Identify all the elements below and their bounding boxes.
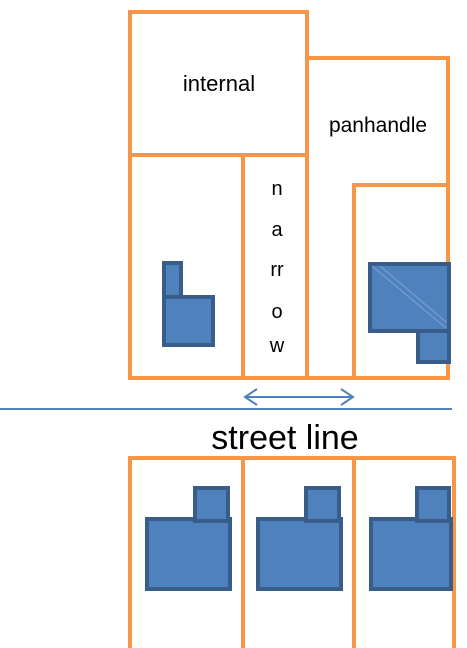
building-wing: [304, 486, 341, 523]
building-wing: [415, 486, 451, 523]
lot-below-right: [352, 456, 456, 648]
narrow-letter: n: [271, 178, 282, 200]
building-wing: [416, 329, 451, 364]
building-shading-line: [371, 265, 447, 329]
building-main: [256, 517, 343, 591]
narrow-letter: rr: [270, 259, 284, 281]
panhandle-strip-gap: [309, 151, 352, 159]
width-arrow: [243, 388, 355, 406]
building-shading-line: [379, 265, 447, 323]
narrow-letter: o: [271, 301, 282, 323]
building-main: [369, 517, 453, 591]
panhandle-label: panhandle: [329, 114, 427, 137]
internal-label: internal: [183, 71, 255, 96]
narrow-letter: w: [269, 335, 285, 357]
narrow-lot: [241, 153, 309, 380]
narrow-label: n a rr o w: [269, 178, 285, 357]
narrow-letter: a: [271, 219, 283, 241]
building-main: [145, 517, 232, 591]
building-main: [162, 295, 215, 347]
building-wing: [162, 261, 183, 301]
street-line-label: street line: [211, 419, 358, 457]
building-wing: [193, 486, 230, 523]
